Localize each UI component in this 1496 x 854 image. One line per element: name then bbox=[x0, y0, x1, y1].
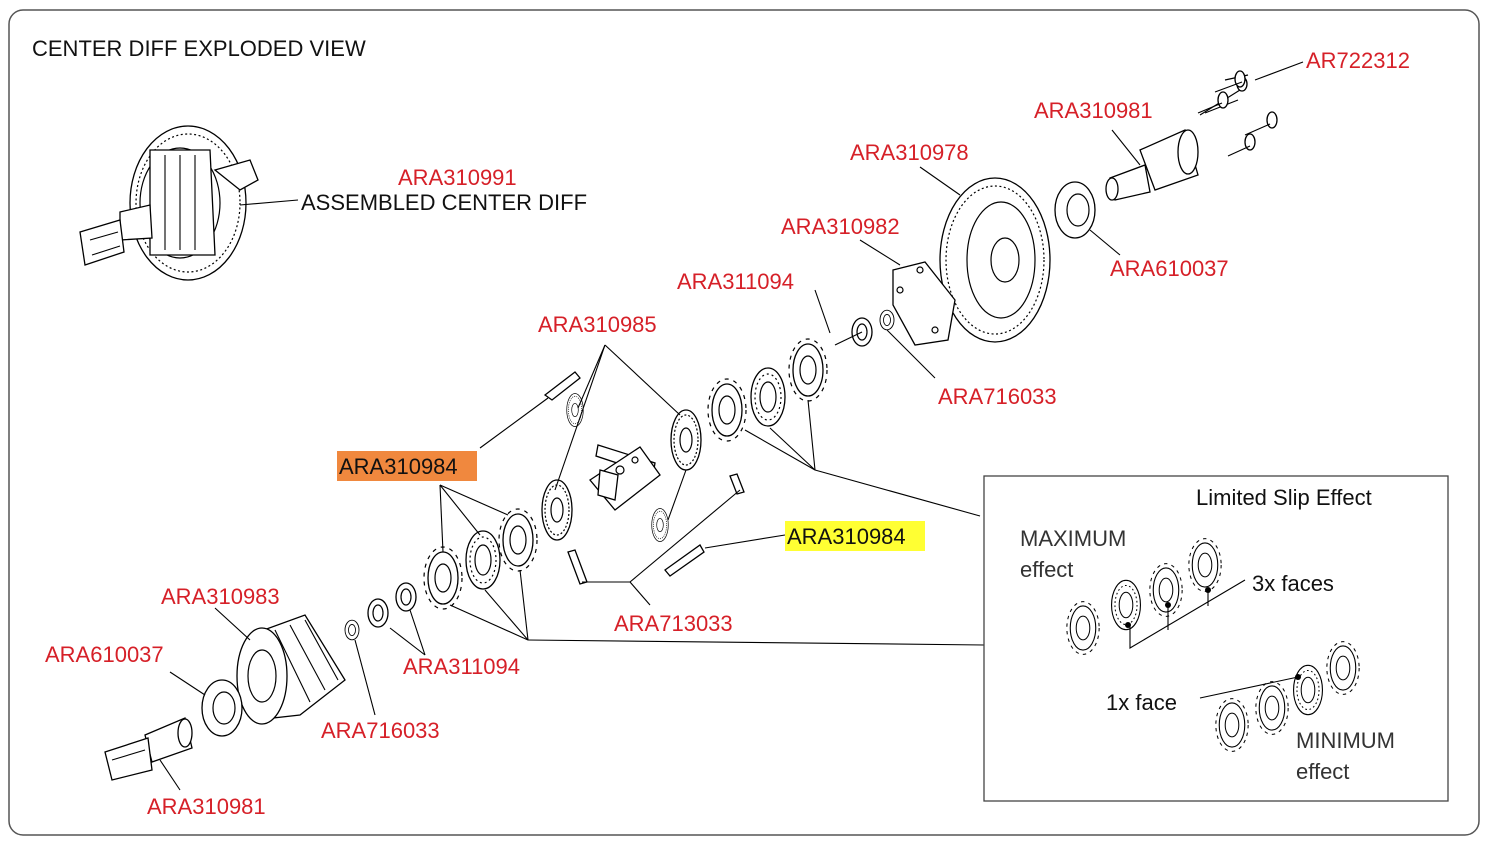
leader-ara311094-top bbox=[814, 289, 831, 334]
leader-ara310982 bbox=[859, 239, 901, 266]
leader-plates-to-inset bbox=[814, 469, 981, 517]
screw-icon bbox=[1197, 70, 1278, 157]
shim-icon bbox=[879, 309, 895, 331]
clutch-plate-icon bbox=[750, 367, 786, 427]
label-ara610037-top: ARA610037 bbox=[1110, 256, 1229, 281]
inset-max-line1: MAXIMUM bbox=[1020, 526, 1126, 551]
label-ara610037-bottom: ARA610037 bbox=[45, 642, 164, 667]
leader-ara310985-c bbox=[554, 344, 606, 491]
washer-icon bbox=[395, 582, 417, 612]
label-ara310978: ARA310978 bbox=[850, 140, 969, 165]
limited-slip-inset: Limited Slip Effect MAXIMUM effect 3x fa… bbox=[983, 475, 1449, 802]
assembled-part-number: ARA310991 bbox=[398, 165, 517, 190]
leader-ara610037-bottom bbox=[169, 671, 206, 696]
diff-case-icon bbox=[149, 149, 259, 256]
inset-min-line1: MINIMUM bbox=[1296, 728, 1395, 753]
gear-icon bbox=[651, 508, 669, 542]
gasket-icon bbox=[892, 261, 956, 346]
label-ara310983: ARA310983 bbox=[161, 584, 280, 609]
gear-icon bbox=[939, 177, 1051, 343]
page-title: CENTER DIFF EXPLODED VIEW bbox=[32, 36, 366, 61]
inset-min-line2: effect bbox=[1296, 759, 1349, 784]
inset-three-faces: 3x faces bbox=[1252, 571, 1334, 596]
label-ara311094-bottom: ARA311094 bbox=[403, 654, 520, 679]
leader-ara310984-orange bbox=[479, 397, 549, 449]
shim-icon bbox=[344, 619, 360, 641]
leader-plates-bot-b bbox=[484, 589, 529, 641]
assembled-caption: ASSEMBLED CENTER DIFF bbox=[301, 190, 587, 215]
leader-ara310984-yellow bbox=[704, 534, 786, 549]
leader-orange-b bbox=[439, 484, 481, 536]
label-ara716033-bottom: ARA716033 bbox=[321, 718, 440, 743]
leader-plates-top-a bbox=[807, 399, 816, 471]
gear-icon bbox=[541, 479, 573, 541]
gear-icon bbox=[670, 409, 702, 471]
outdrive-icon bbox=[79, 204, 153, 266]
label-ara310981-bottom: ARA310981 bbox=[147, 794, 266, 819]
leader-ara716033-top bbox=[886, 329, 936, 379]
label-ara310981-top: ARA310981 bbox=[1034, 98, 1153, 123]
inset-one-face: 1x face bbox=[1106, 690, 1177, 715]
leader-orange-a bbox=[439, 484, 444, 553]
leader-ara716033-bottom bbox=[354, 639, 376, 716]
clutch-plate-icon bbox=[465, 530, 501, 590]
leader-ara310983 bbox=[214, 607, 251, 641]
leader-ara713033-a bbox=[629, 489, 741, 583]
clutch-plate-icon bbox=[707, 378, 747, 442]
leader-ara310981-top bbox=[1111, 129, 1141, 166]
leader-orange-c bbox=[439, 484, 509, 516]
label-ar722312: AR722312 bbox=[1306, 48, 1410, 73]
diff-case-icon bbox=[236, 614, 346, 725]
leader-plates-top-b bbox=[769, 427, 816, 471]
diagram-frame bbox=[8, 9, 1480, 836]
outdrive-icon bbox=[1105, 129, 1199, 201]
label-ara310985: ARA310985 bbox=[538, 312, 657, 337]
label-ara716033-top: ARA716033 bbox=[938, 384, 1057, 409]
clutch-plate-icon bbox=[1110, 579, 1142, 631]
leader-plates-bot-a bbox=[519, 569, 529, 641]
leader-ara310981-bottom bbox=[159, 759, 181, 791]
label-ara310984-orange: ARA310984 bbox=[339, 454, 458, 479]
leader-ara310985-a bbox=[577, 344, 606, 409]
leader-plates-bot-to-inset bbox=[527, 639, 985, 646]
clutch-plate-icon bbox=[543, 371, 705, 577]
leader-ara311094-bottom-b bbox=[409, 609, 426, 656]
clutch-plate-icon bbox=[1292, 664, 1324, 716]
bearing-icon bbox=[201, 679, 243, 737]
leader-ara310985-b bbox=[604, 344, 681, 416]
highlight-orange bbox=[337, 451, 477, 481]
label-ara310984-yellow: ARA310984 bbox=[787, 524, 906, 549]
inset-title: Limited Slip Effect bbox=[1196, 485, 1372, 510]
outdrive-icon bbox=[104, 717, 193, 781]
leader-ara310978 bbox=[919, 166, 961, 196]
leader-ara311094-bottom bbox=[389, 627, 426, 656]
clutch-plate-icon bbox=[788, 338, 828, 402]
bearing-icon bbox=[1054, 181, 1096, 239]
clutch-plate-icon bbox=[423, 546, 463, 610]
leader-plates-bot-c bbox=[449, 604, 529, 641]
leader-plates-top-c bbox=[744, 429, 816, 471]
leader-ara610037-top bbox=[1089, 229, 1121, 256]
leader-ara310985-d bbox=[667, 469, 687, 521]
assembled-center-diff bbox=[79, 125, 259, 281]
inset-frame bbox=[983, 475, 1449, 802]
label-ara310982: ARA310982 bbox=[781, 214, 900, 239]
leader-ara713033-c bbox=[629, 581, 651, 606]
leader-assembled bbox=[239, 199, 299, 206]
label-ara713033: ARA713033 bbox=[614, 611, 733, 636]
clutch-plate-icon bbox=[498, 508, 538, 572]
leader-ar722312 bbox=[1254, 61, 1304, 81]
highlight-yellow bbox=[785, 521, 925, 551]
pin-icon bbox=[589, 444, 661, 511]
washer-icon bbox=[367, 598, 389, 628]
gear-icon bbox=[566, 393, 584, 427]
label-ara311094-top: ARA311094 bbox=[677, 269, 794, 294]
leader-ara311094-washer bbox=[834, 331, 863, 346]
inset-max-line2: effect bbox=[1020, 557, 1073, 582]
